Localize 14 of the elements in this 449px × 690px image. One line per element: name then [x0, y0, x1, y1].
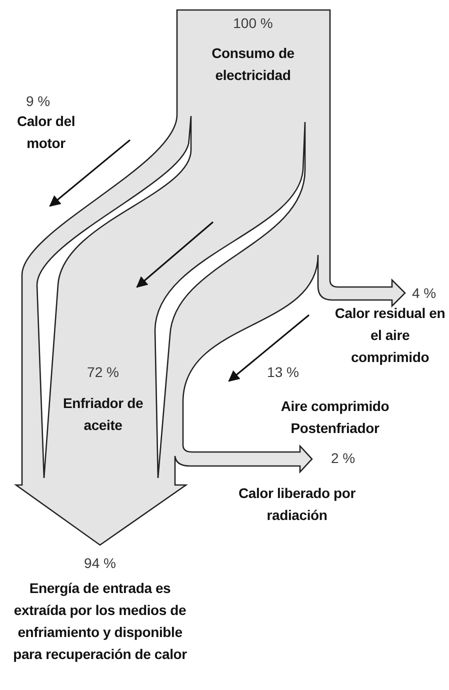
percentage-label: 2 %	[330, 450, 356, 466]
flow-label: Aire comprimido Postenfriador	[280, 397, 390, 438]
percentage-label: 9 %	[24, 93, 52, 109]
flow-label: Enfriador de aceite	[62, 394, 144, 435]
percentage-label: 100 %	[232, 15, 274, 31]
flow-label: Energía de entrada es extraída por los medios de enfriamiento y disponible para recuperación de calor	[12, 579, 188, 664]
flow-label: Consumo de electricidad	[210, 44, 296, 85]
percentage-label: 4 %	[410, 285, 438, 301]
percentage-label: 94 %	[83, 555, 117, 571]
percentage-label: 13 %	[266, 364, 300, 380]
flow-label: Calor residual en el aire comprimido	[334, 304, 446, 367]
flow-label: Calor del motor	[16, 112, 76, 153]
flow-label: Calor liberado por radiación	[238, 484, 356, 525]
percentage-label: 72 %	[86, 364, 120, 380]
